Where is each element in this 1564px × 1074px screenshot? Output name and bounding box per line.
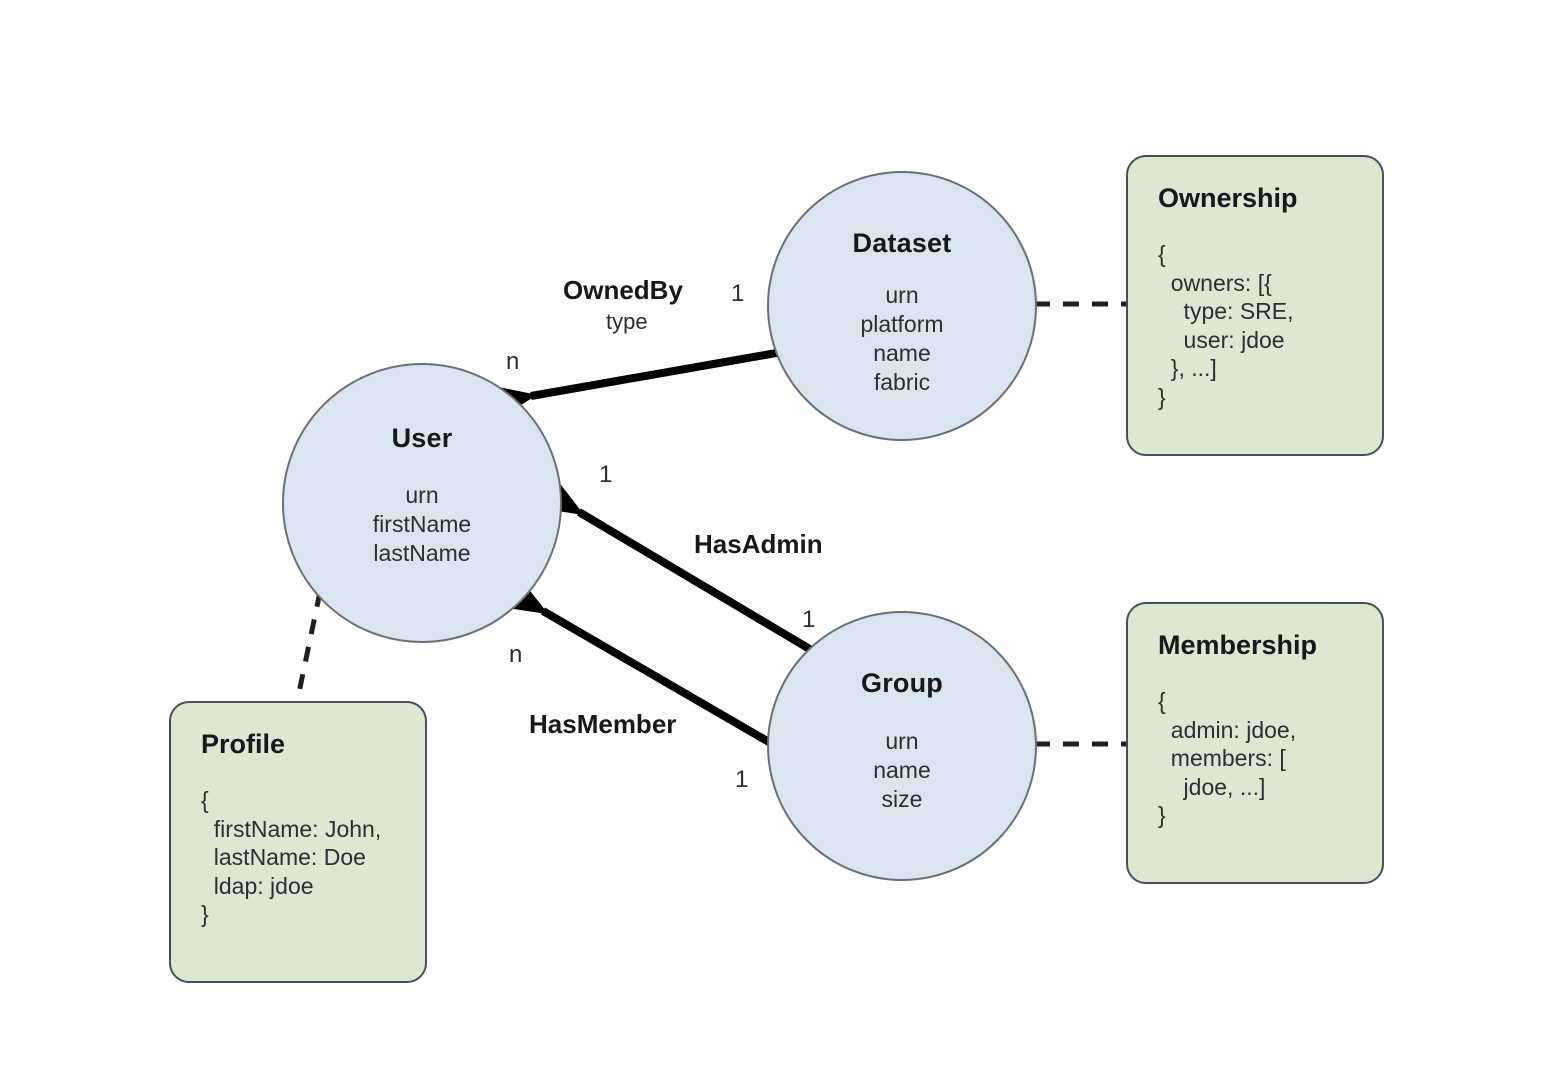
edge-ownedby [473, 348, 783, 430]
connector-user-profile [294, 591, 323, 703]
aspect-profile-title: Profile [201, 729, 286, 759]
aspect-profile[interactable]: Profile { firstName: John, lastName: Doe… [169, 701, 427, 983]
aspect-membership-body: { admin: jdoe, members: [ jdoe, ...] } [1158, 688, 1297, 829]
attribute: fabric [873, 368, 931, 395]
edge-label-hasadmin: HasAdmin [694, 529, 823, 559]
cardinality-hasadmin-target: 1 [599, 461, 613, 488]
entity-user-attributes: urn firstName lastName [373, 481, 471, 568]
entity-dataset[interactable]: Dataset urn platform name fabric [767, 171, 1037, 441]
cardinality-ownedby-source: 1 [731, 280, 745, 307]
aspect-membership-title: Membership [1158, 630, 1318, 660]
attribute: lastName [373, 539, 471, 566]
attribute: urn [405, 482, 439, 508]
entity-user[interactable]: User urn firstName lastName [282, 363, 562, 643]
attribute: urn [885, 728, 919, 754]
attribute: size [881, 785, 923, 812]
cardinality-hasadmin-source: 1 [802, 606, 816, 633]
edge-label-hasmember: HasMember [529, 709, 677, 739]
edge-label-ownedby: OwnedBy [563, 275, 683, 305]
attribute: urn [885, 282, 919, 308]
cardinality-hasmember-target: n [509, 641, 523, 668]
entity-user-title: User [391, 423, 453, 453]
entity-dataset-attributes: urn platform name fabric [860, 281, 943, 397]
entity-dataset-title: Dataset [852, 228, 952, 258]
attribute: firstName [372, 510, 472, 537]
entity-group[interactable]: Group urn name size [767, 611, 1037, 881]
aspect-ownership-body: { owners: [{ type: SRE, user: jdoe }, ..… [1158, 241, 1294, 410]
attribute: platform [860, 310, 944, 337]
attribute: name [873, 339, 931, 366]
entity-group-attributes: urn name size [873, 727, 931, 814]
cardinality-ownedby-target: n [506, 348, 520, 375]
aspect-ownership[interactable]: Ownership { owners: [{ type: SRE, user: … [1126, 155, 1384, 456]
attribute: name [873, 756, 931, 783]
cardinality-hasmember-source: 1 [735, 766, 749, 793]
entity-group-title: Group [861, 668, 943, 698]
aspect-membership[interactable]: Membership { admin: jdoe, members: [ jdo… [1126, 602, 1384, 884]
aspect-ownership-title: Ownership [1158, 183, 1298, 213]
aspect-profile-body: { firstName: John, lastName: Doe ldap: j… [201, 787, 382, 928]
edge-sublabel-ownedby-type: type [606, 309, 648, 334]
